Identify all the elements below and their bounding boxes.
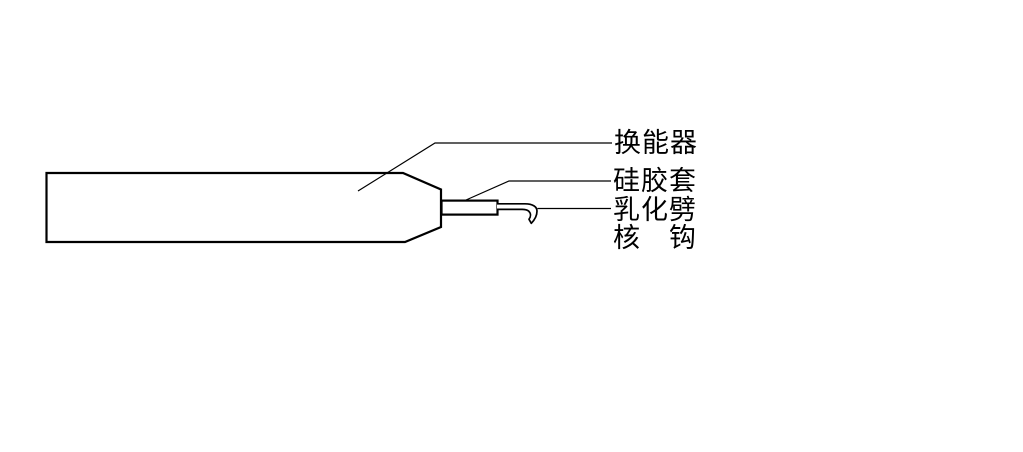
silicone-sleeve-shape <box>440 199 499 216</box>
label-transducer: 换能器 <box>614 128 698 158</box>
handpiece-body-outline <box>45 171 443 244</box>
leader-line-transducer <box>357 142 612 192</box>
chopper-hook-shape <box>497 202 538 225</box>
label-silicone-sleeve: 硅胶套 <box>613 166 697 196</box>
label-chopper-hook-line1: 乳化劈 <box>613 195 697 225</box>
label-chopper-hook-line2: 核 钩 <box>613 223 697 253</box>
leader-line-silicone-sleeve <box>465 180 611 201</box>
